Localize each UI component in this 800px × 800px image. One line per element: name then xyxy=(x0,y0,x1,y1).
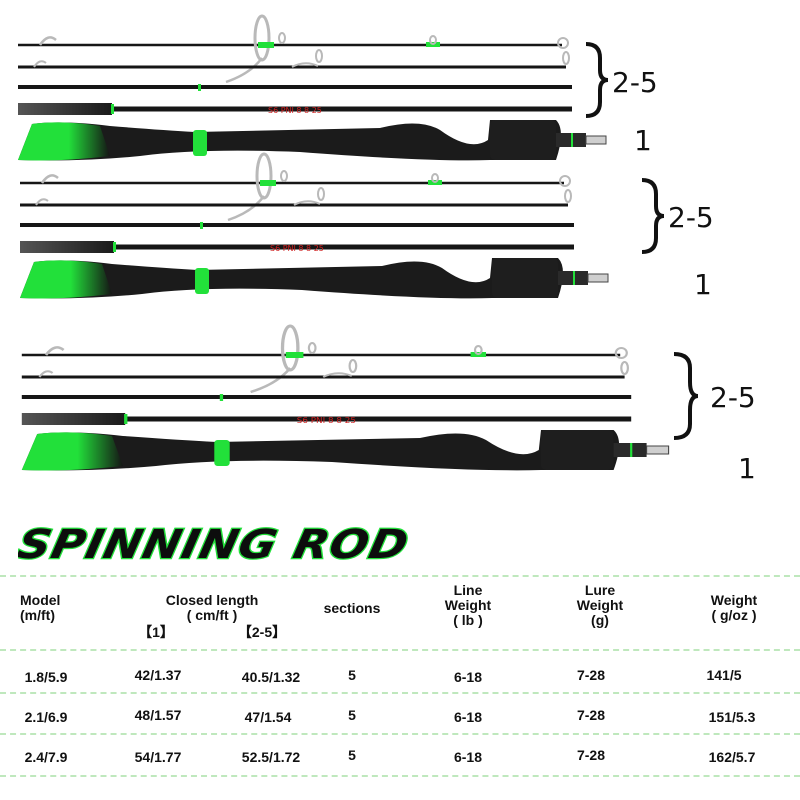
col-closed-sub-1: 【1】 xyxy=(138,624,174,640)
brace-icon xyxy=(585,42,699,440)
rod-set-2 xyxy=(20,154,608,299)
col-sections-header: sections xyxy=(323,600,381,616)
col-closed-header: Closed length ( cm/ft ) xyxy=(165,592,259,623)
table-divider-header xyxy=(0,649,800,651)
col-line-header: Line Weight ( lb ) xyxy=(444,582,492,628)
cell-weight: 141/5 xyxy=(706,667,742,683)
cell-sections: 5 xyxy=(348,747,356,763)
table-divider-row xyxy=(0,733,800,735)
rod-set-3 xyxy=(22,326,669,471)
cell-sections: 5 xyxy=(348,667,356,683)
cell-len1: 54/1.77 xyxy=(134,749,182,765)
cell-lure: 7-28 xyxy=(576,667,606,683)
cell-weight: 162/5.7 xyxy=(708,749,756,765)
cell-model: 1.8/5.9 xyxy=(24,669,68,685)
cell-len25: 40.5/1.32 xyxy=(241,669,301,685)
sections-label-3: 2-5 xyxy=(710,381,756,414)
rod-set-1 xyxy=(18,16,606,161)
handle-label-1: 1 xyxy=(634,124,652,157)
cell-weight: 151/5.3 xyxy=(708,709,756,725)
headline-text: SPINNING ROD xyxy=(18,520,413,566)
col-lure-header: Lure Weight (g) xyxy=(576,582,624,628)
headline-logo: SPINNING ROD xyxy=(18,519,415,566)
cell-line: 6-18 xyxy=(453,709,483,725)
cell-model: 2.1/6.9 xyxy=(24,709,68,725)
col-closed-sub-25: 【2-5】 xyxy=(237,624,287,640)
cell-line: 6-18 xyxy=(453,749,483,765)
table-divider-row xyxy=(0,692,800,694)
sections-label-2: 2-5 xyxy=(668,201,714,234)
cell-lure: 7-28 xyxy=(576,707,606,723)
cell-len25: 47/1.54 xyxy=(244,709,292,725)
handle-label-2: 1 xyxy=(694,268,712,301)
handle-label-3: 1 xyxy=(738,452,756,485)
rod-illustration: S6 PNI 8 8 25 xyxy=(0,0,699,500)
cell-lure: 7-28 xyxy=(576,747,606,763)
sections-label-1: 2-5 xyxy=(612,66,658,99)
cell-line: 6-18 xyxy=(453,669,483,685)
table-divider-bottom xyxy=(0,775,800,777)
cell-len1: 42/1.37 xyxy=(134,667,182,683)
cell-model: 2.4/7.9 xyxy=(24,749,68,765)
col-weight-header: Weight ( g/oz ) xyxy=(710,592,758,623)
col-model-header: Model (m/ft) xyxy=(20,592,61,623)
cell-len1: 48/1.57 xyxy=(134,707,182,723)
table-divider-top xyxy=(0,575,800,577)
cell-len25: 52.5/1.72 xyxy=(241,749,301,765)
cell-sections: 5 xyxy=(348,707,356,723)
